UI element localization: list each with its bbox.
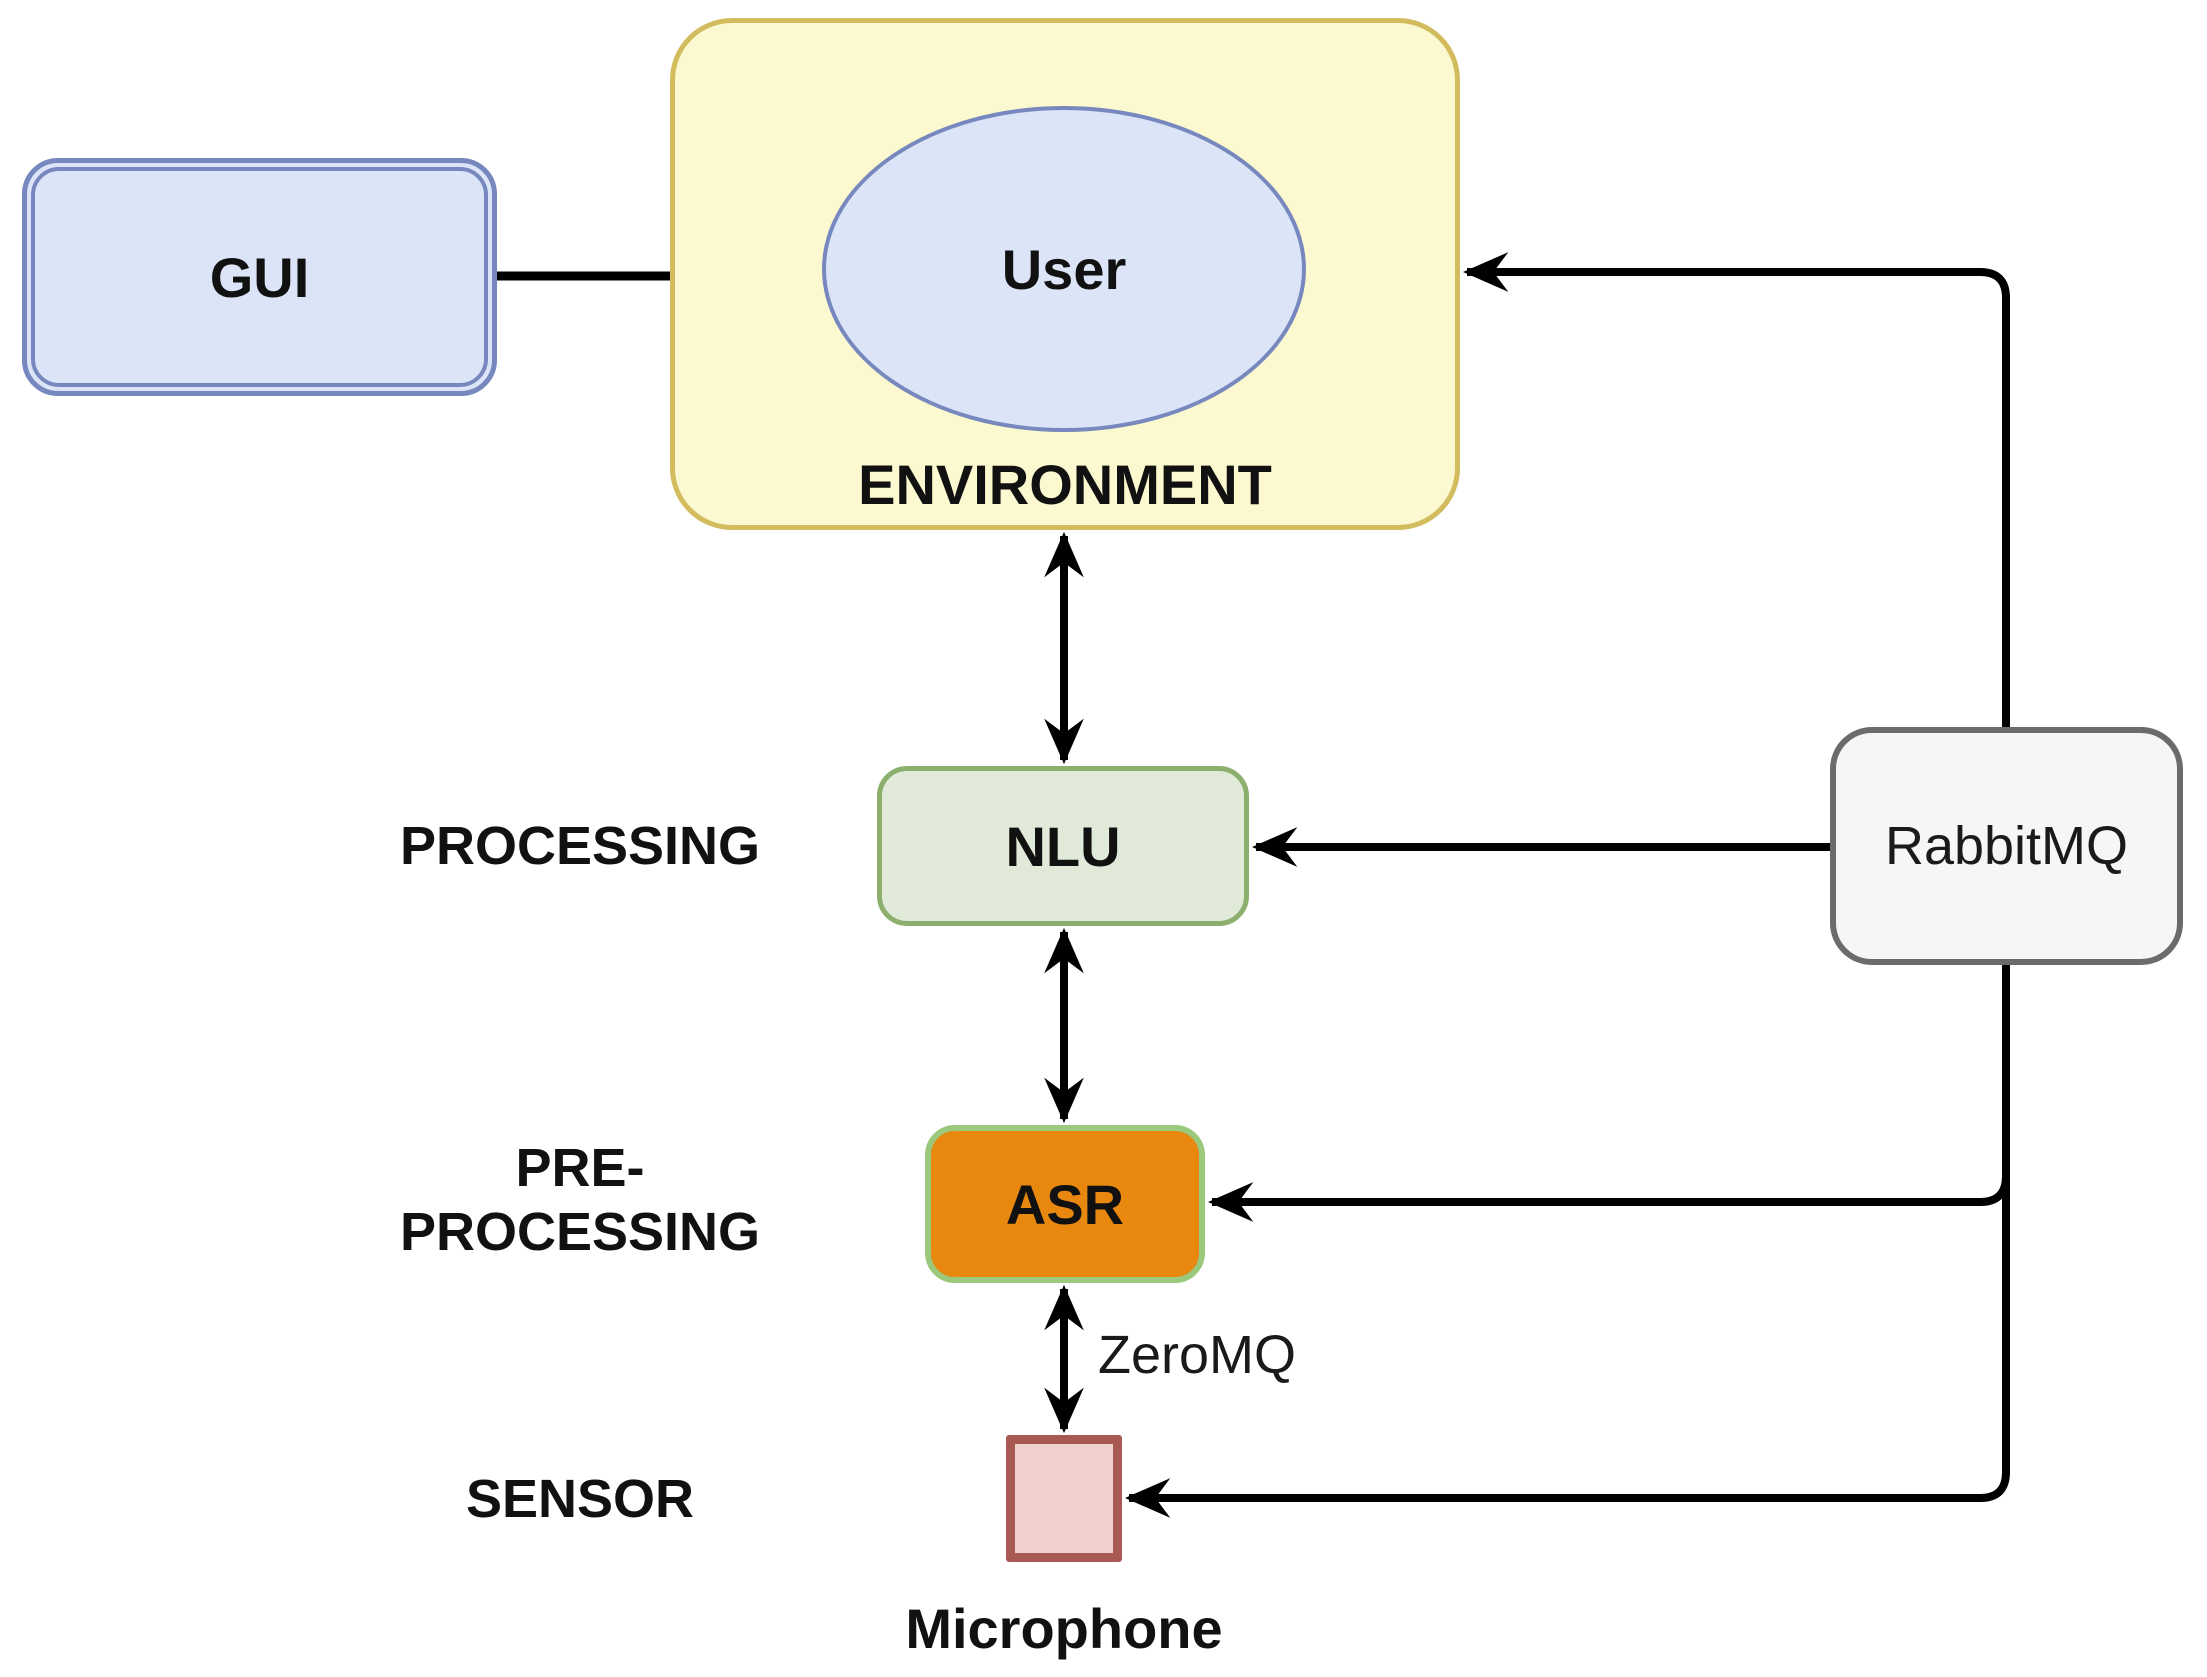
node-asr: ASR [925, 1125, 1205, 1283]
edge-rabbitmq-asr [1207, 965, 2010, 1222]
microphone-label: Microphone [905, 1597, 1223, 1660]
rabbitmq-label: RabbitMQ [1884, 816, 2129, 876]
section-label-sensor: SENSOR [465, 1469, 695, 1529]
section-label-preprocessing: PRE- PROCESSING [399, 1138, 761, 1262]
user-label: User [1001, 237, 1127, 301]
node-gui: GUI [22, 158, 497, 396]
edge-rabbitmq-environment [1462, 252, 2010, 727]
nlu-label: NLU [1005, 814, 1121, 878]
node-microphone [1006, 1435, 1122, 1562]
node-rabbitmq: RabbitMQ [1830, 727, 2183, 965]
section-label-processing: PROCESSING [399, 816, 761, 876]
asr-label: ASR [1005, 1172, 1125, 1236]
environment-label: ENVIRONMENT [858, 453, 1272, 516]
zeromq-edge-label: ZeroMQ [1098, 1325, 1297, 1385]
gui-label: GUI [209, 245, 310, 309]
edge-rabbitmq-microphone [1124, 965, 2010, 1518]
node-nlu: NLU [877, 766, 1249, 926]
node-user: User [822, 106, 1306, 432]
